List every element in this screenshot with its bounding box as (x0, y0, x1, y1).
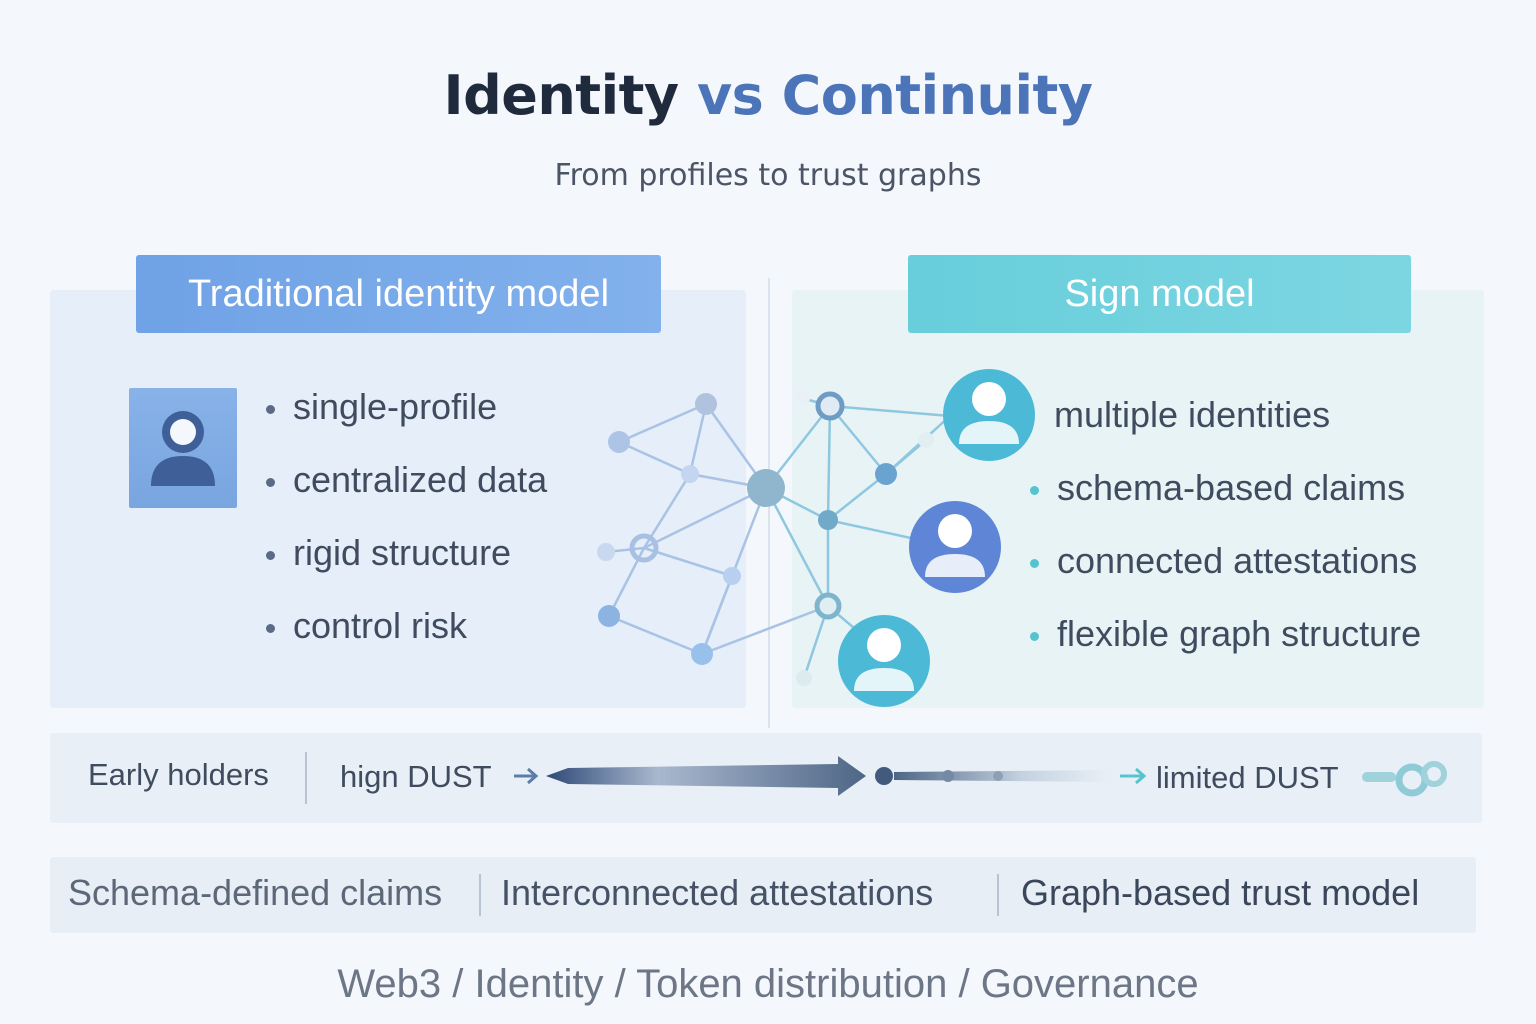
page-subtitle: From profiles to trust graphs (554, 158, 982, 193)
list-item: rigid structure (262, 532, 511, 574)
claim-interconnected: Interconnected attestations (501, 872, 934, 913)
identity-avatar-3 (838, 615, 930, 707)
title-vs-continuity: vs Continuity (696, 64, 1093, 127)
claim-schema-defined: Schema-defined claims (68, 872, 443, 913)
traditional-header: Traditional identity model (136, 255, 661, 333)
early-holders-label: Early holders (88, 757, 269, 792)
dust-flow-arrow (514, 756, 1147, 796)
identity-avatar-2 (909, 501, 1001, 593)
list-item: flexible graph structure (1026, 613, 1421, 655)
title-identity: Identity (443, 64, 679, 127)
link-icon (1362, 761, 1447, 797)
claims-separator (479, 874, 481, 916)
claim-graph-based: Graph-based trust model (1021, 872, 1420, 913)
user-icon (151, 411, 215, 486)
multiple-identities-label: multiple identities (1054, 394, 1331, 435)
list-item: control risk (262, 605, 467, 647)
limited-dust-label: limited DUST (1156, 760, 1339, 795)
list-item: connected attestations (1026, 540, 1417, 582)
claims-summary-bar (50, 857, 1476, 933)
identity-avatar-1 (943, 369, 1035, 461)
page-title: Identity vs Continuity (0, 64, 1536, 127)
bullet-dot (266, 550, 275, 560)
bullet-dot (266, 623, 275, 633)
dust-separator (305, 752, 307, 804)
list-item: centralized data (262, 459, 547, 501)
claims-separator (997, 874, 999, 916)
bullet-dot (266, 477, 275, 487)
footer-tags: Web3 / Identity / Token distribution / G… (337, 962, 1199, 1006)
bullet-dot (1030, 558, 1039, 568)
bullet-dot (1030, 485, 1039, 495)
high-dust-label: hign DUST (340, 759, 492, 794)
bullet-dot (266, 404, 275, 414)
list-item: single-profile (262, 386, 497, 428)
bullet-dot (1030, 631, 1039, 641)
profile-card (129, 388, 237, 508)
sign-header: Sign model (908, 255, 1411, 333)
list-item: schema-based claims (1026, 467, 1405, 509)
